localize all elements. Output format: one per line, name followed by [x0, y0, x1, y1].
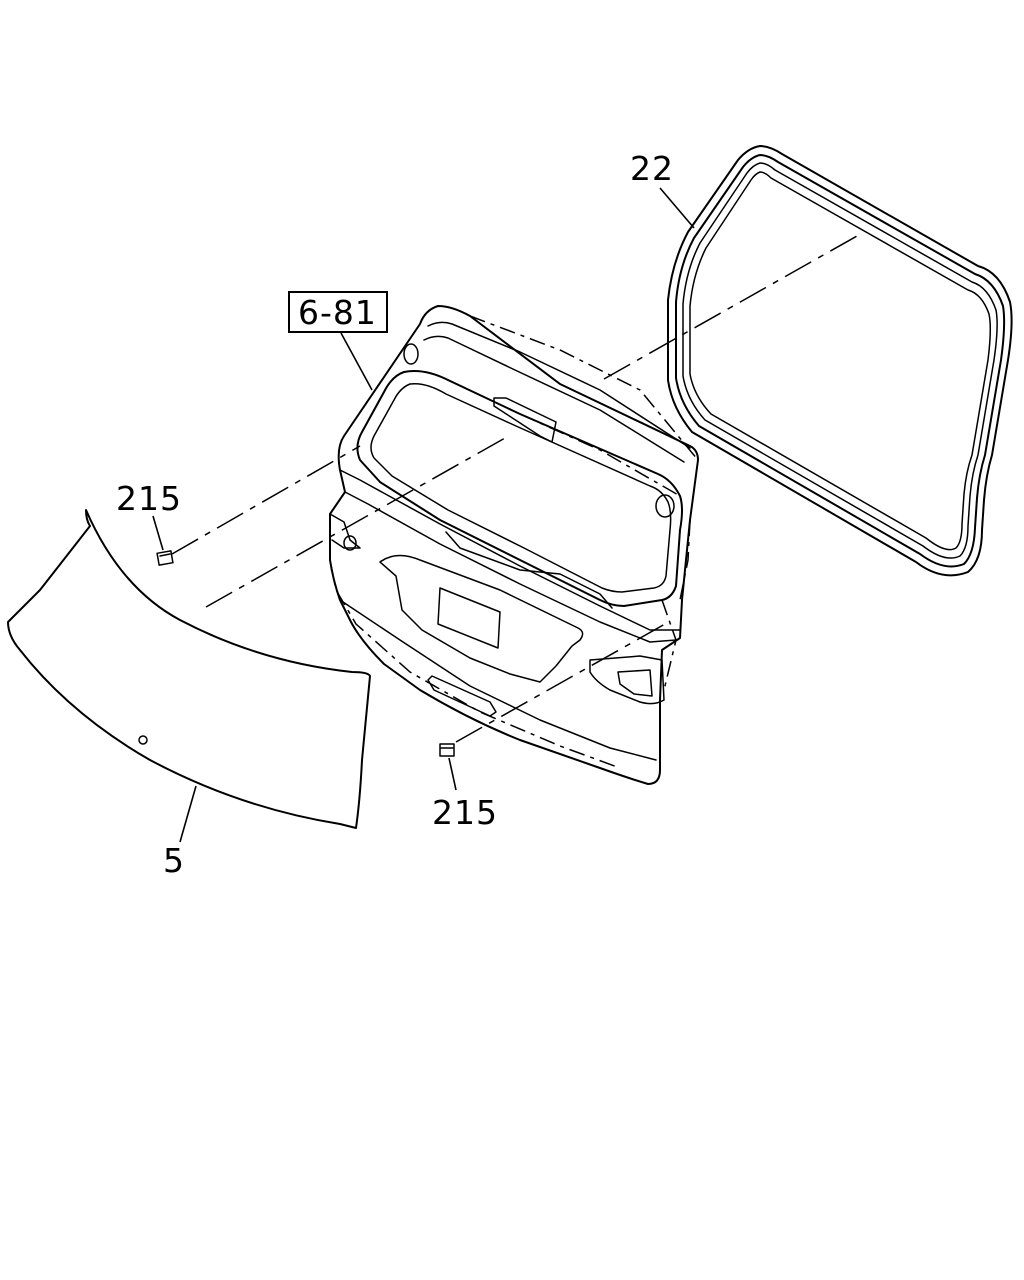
callout-215-upper[interactable]: 215: [116, 479, 182, 518]
reference-box: [288, 291, 388, 333]
callout-22[interactable]: 22: [630, 149, 674, 188]
clip-upper-part[interactable]: [156, 550, 174, 566]
callout-5[interactable]: 5: [163, 841, 185, 880]
tailgate-phantom-lines: [329, 315, 699, 769]
tailgate-body: [329, 305, 699, 785]
assembly-center-lines: [171, 235, 858, 743]
clip-lower-part[interactable]: [439, 743, 455, 757]
leader-lines: [152, 187, 695, 843]
callout-6-81[interactable]: 6-81: [298, 293, 377, 332]
rear-glass-part[interactable]: [7, 509, 371, 829]
callout-215-lower[interactable]: 215: [432, 793, 498, 832]
callout-6-81-group[interactable]: 6-81: [288, 291, 388, 333]
weatherstrip-part[interactable]: [667, 145, 1013, 577]
